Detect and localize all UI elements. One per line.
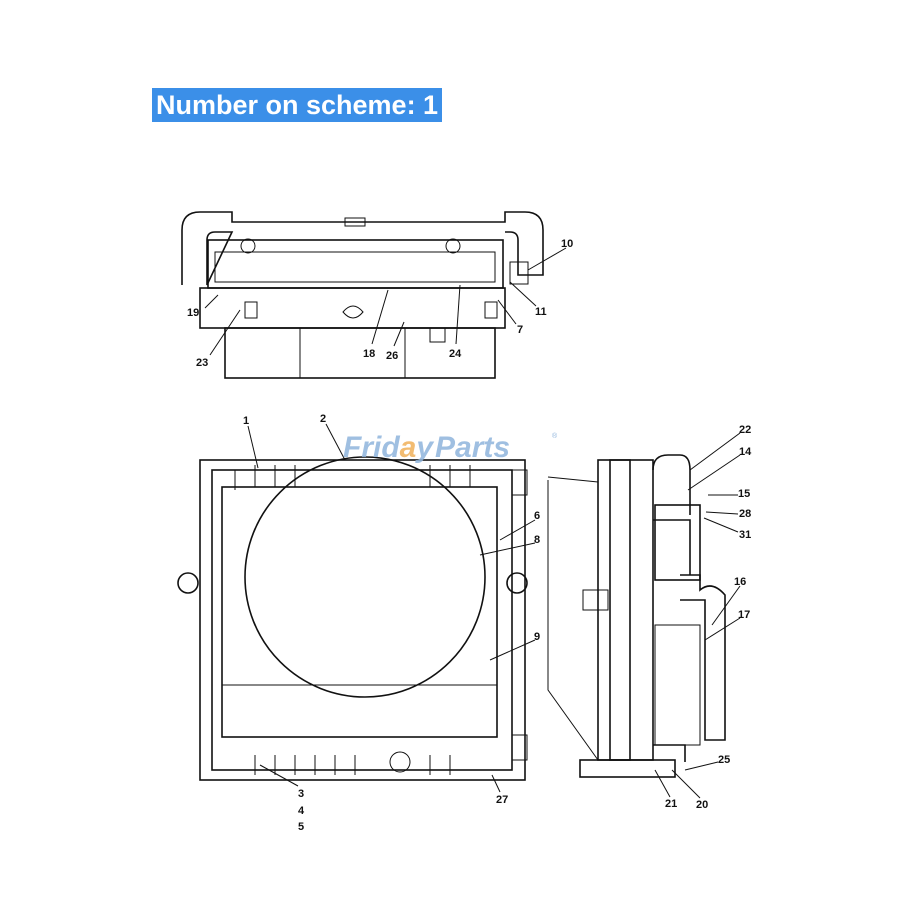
svg-text:FridayParts: FridayParts [343,431,510,464]
callout-31: 31 [739,529,751,541]
callout-28: 28 [739,508,751,520]
callout-17: 17 [738,609,750,621]
callout-14: 14 [739,446,752,458]
callout-3: 3 [298,788,304,800]
side-view [547,432,741,799]
callout-22: 22 [739,424,751,436]
callout-21: 21 [665,798,677,810]
callout-23: 23 [196,357,208,369]
callout-19: 19 [187,307,199,319]
svg-text:®: ® [552,432,558,440]
fridayparts-watermark-logo: FridayParts ® [343,431,558,464]
callout-15: 15 [738,488,750,500]
callout-27: 27 [496,794,508,806]
callout-16: 16 [734,576,746,588]
front-view [177,423,536,793]
callout-18: 18 [363,348,375,360]
callout-9: 9 [534,631,540,643]
callout-11: 11 [535,306,547,318]
callout-6: 6 [534,510,540,522]
callout-26: 26 [386,350,398,362]
callout-7: 7 [517,324,523,336]
top-view [181,211,567,379]
callout-1: 1 [243,415,249,427]
callout-10: 10 [561,238,573,250]
callout-4: 4 [298,805,305,817]
callout-2: 2 [320,413,326,425]
callout-20: 20 [696,799,708,811]
callout-24: 24 [449,348,462,360]
callout-labels: 10 11 7 19 23 18 26 24 1 2 6 8 9 27 3 4 … [187,238,752,833]
callout-8: 8 [534,534,540,546]
callout-5: 5 [298,821,304,833]
callout-25: 25 [718,754,730,766]
scheme-number-title: Number on scheme: 1 [152,88,443,122]
